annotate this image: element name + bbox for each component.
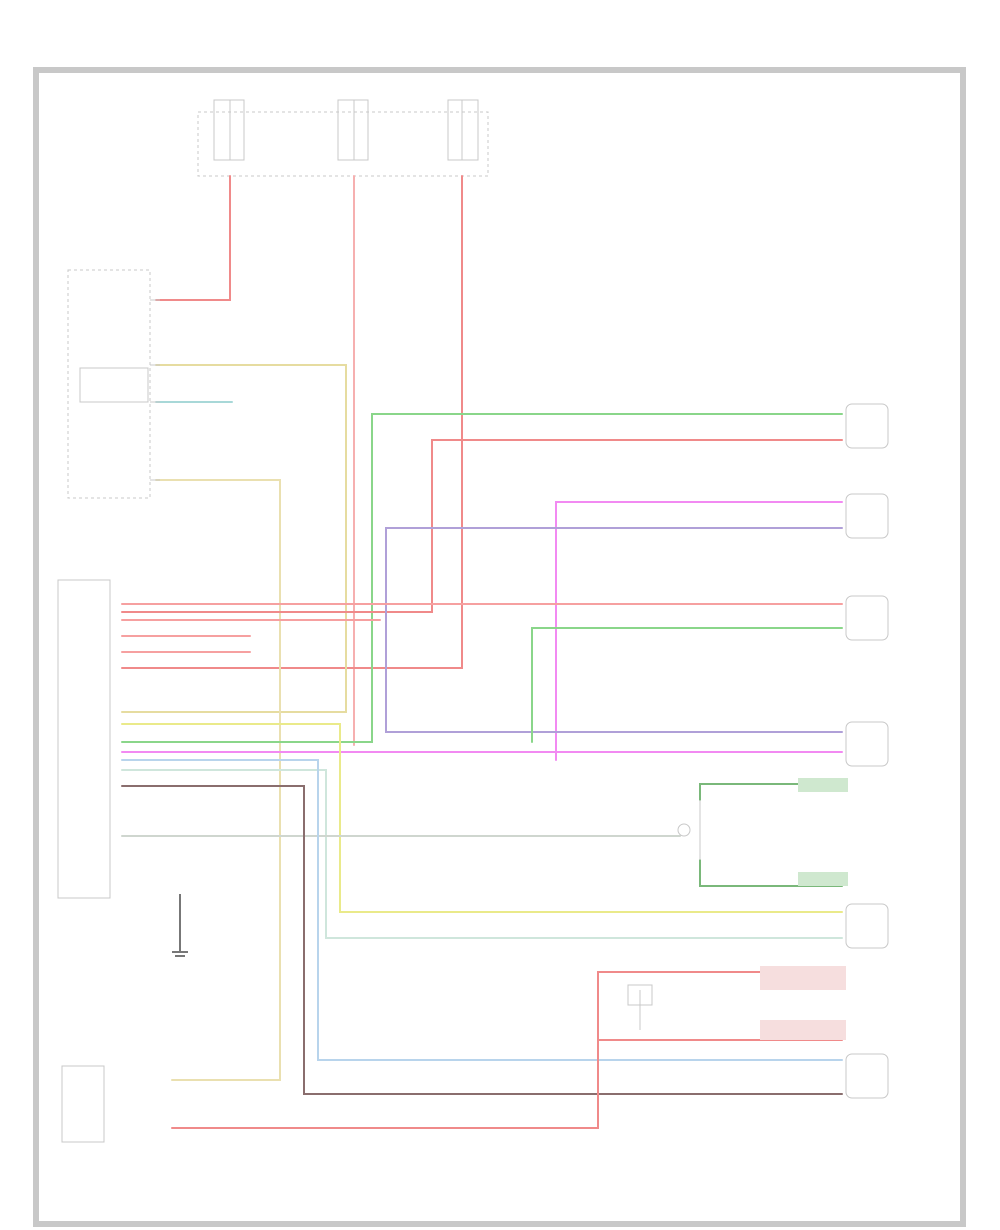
switch-module — [67, 269, 151, 499]
fuse-block-top — [197, 99, 489, 177]
switch-inner — [79, 367, 149, 403]
control-unit — [57, 579, 111, 899]
antenna-splitter — [677, 823, 691, 837]
ground-unit — [61, 1065, 105, 1143]
terminal-marks — [150, 299, 160, 481]
wire-harness — [121, 175, 843, 1129]
diagram-frame — [33, 67, 966, 1227]
ground-icon — [172, 894, 188, 957]
speaker-connectors — [760, 403, 889, 1099]
